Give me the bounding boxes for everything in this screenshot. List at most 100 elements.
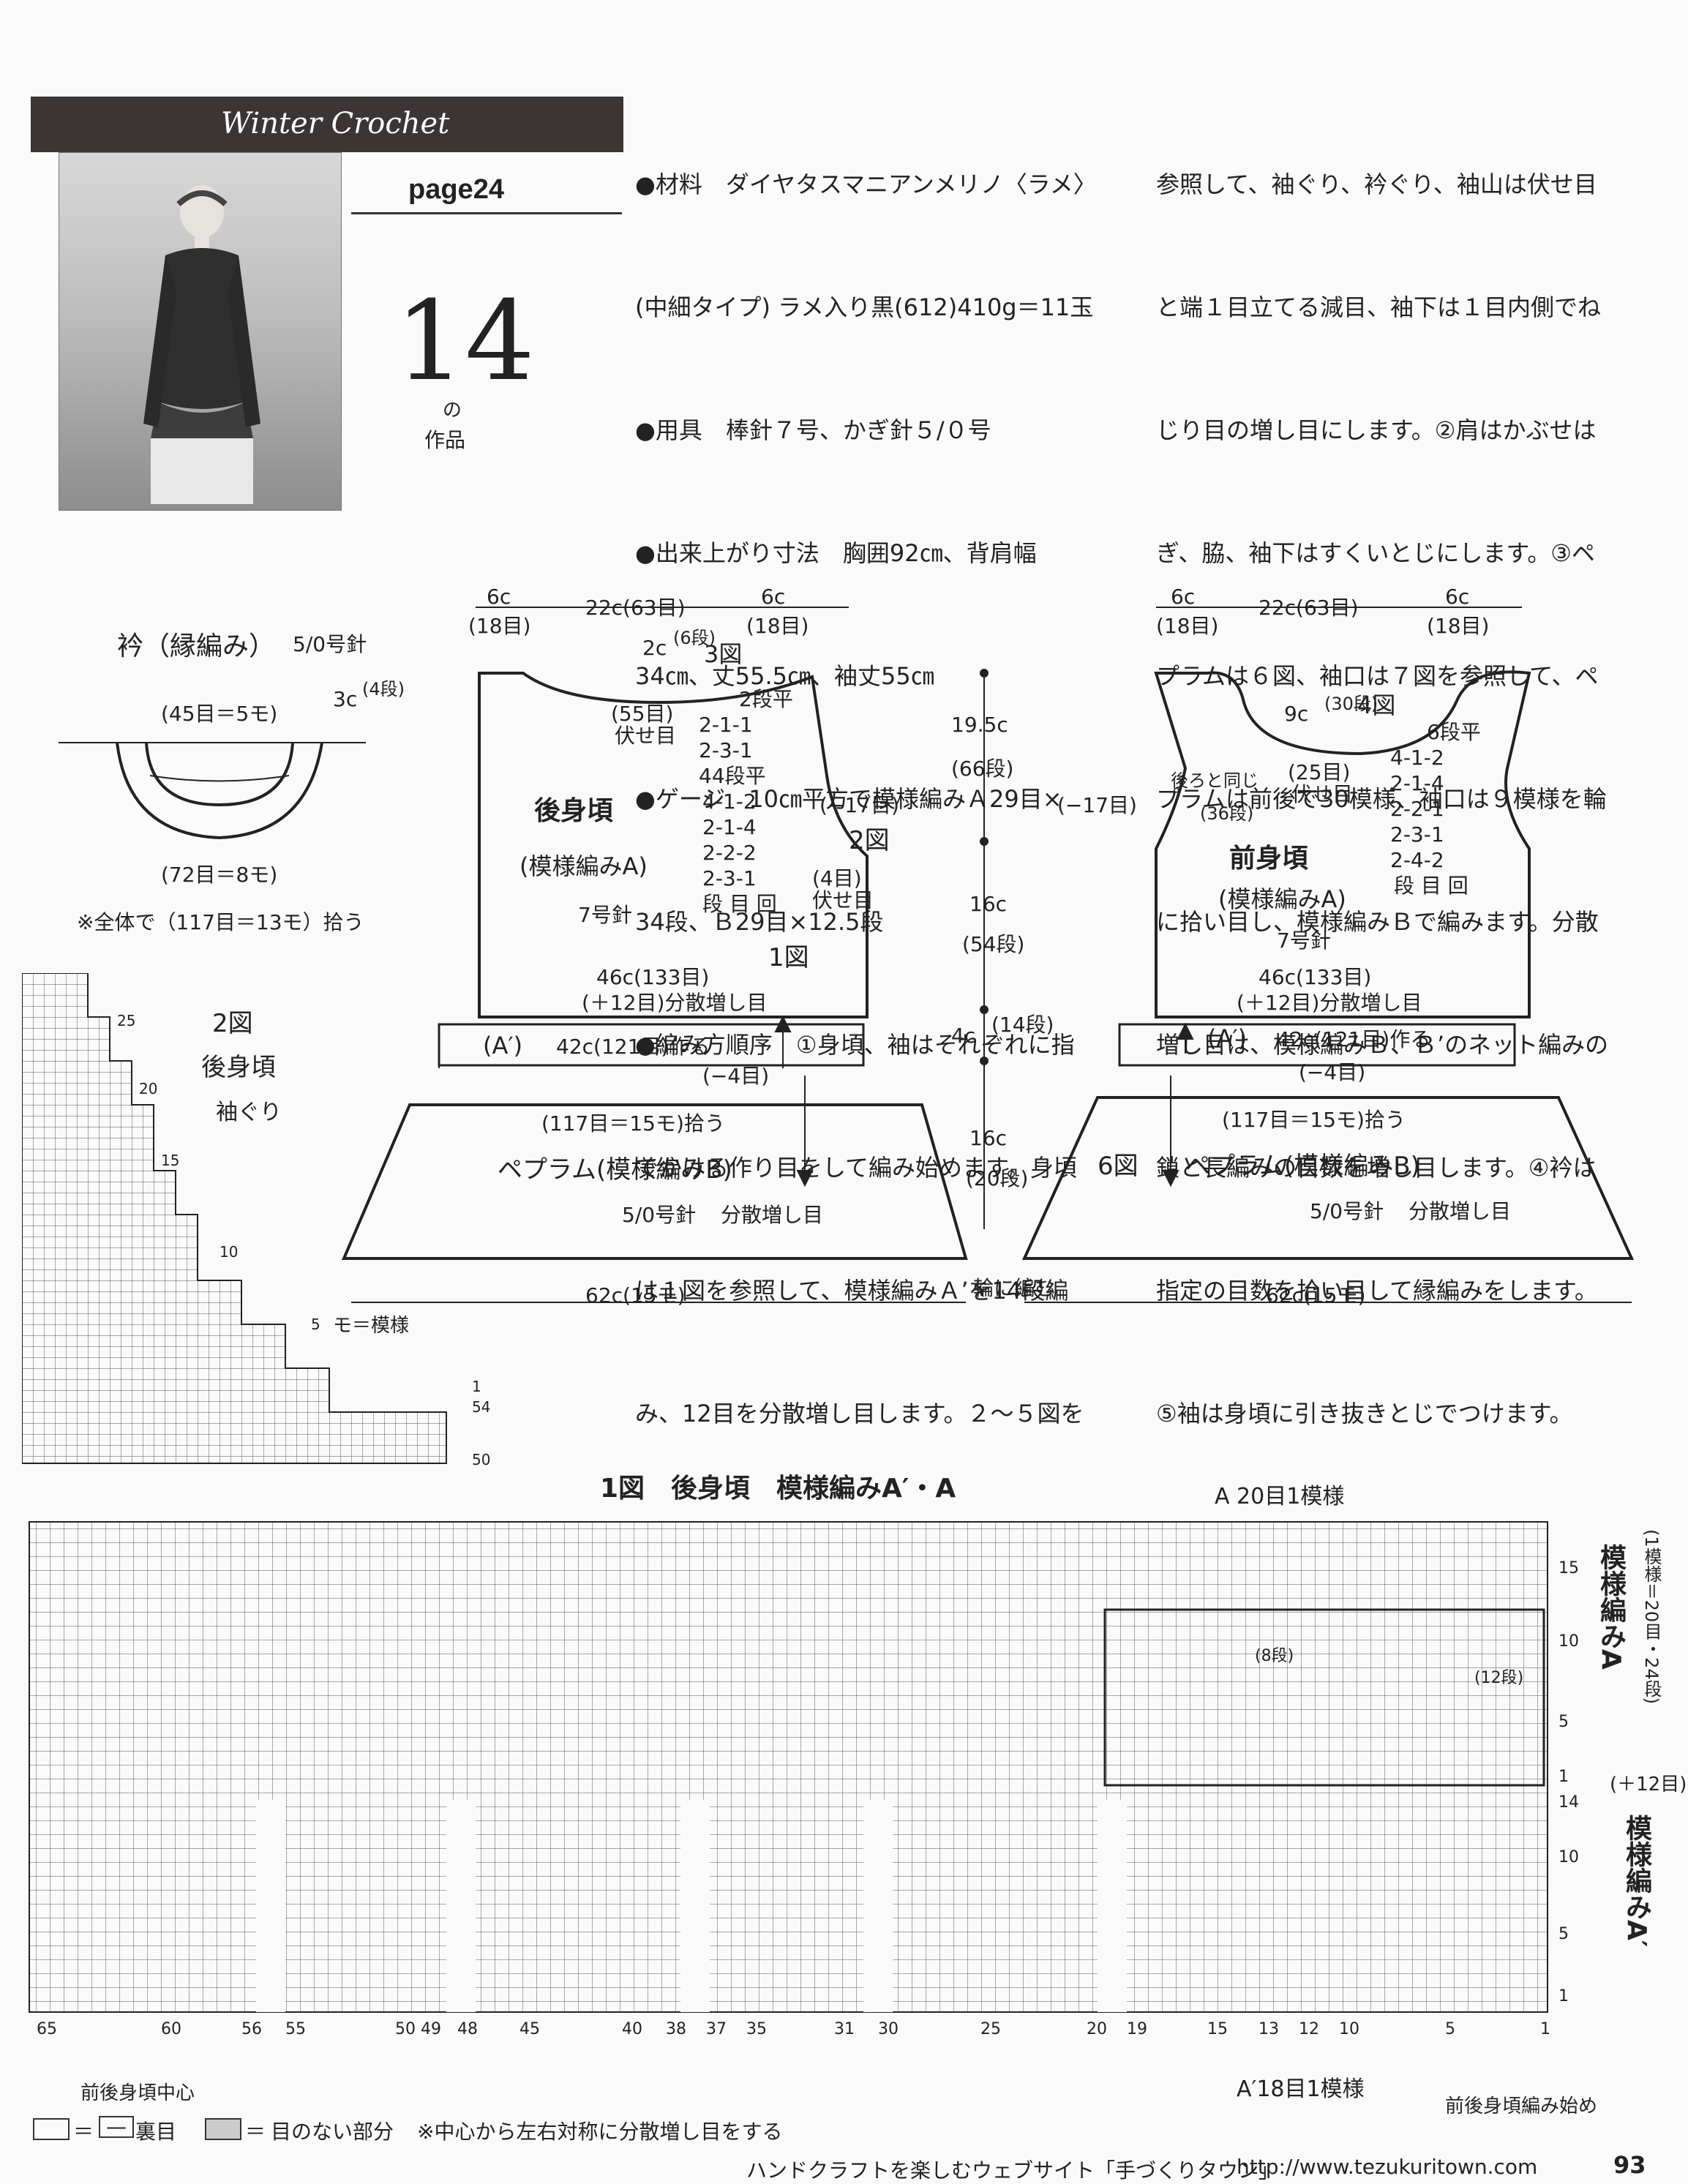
back-dec-6: 2-2-2 xyxy=(702,841,757,865)
front-cast: 42c(121目)作る xyxy=(1277,1027,1430,1051)
back-pick: (117目＝15モ)拾う xyxy=(541,1111,725,1136)
front-dec-2: 2-1-4 xyxy=(1390,771,1444,795)
col-35: 35 xyxy=(746,2020,767,2038)
instruction-line: (中細タイプ) ラメ入り黒(612)410g＝11玉 xyxy=(635,293,1094,321)
front-dec-0: 6段平 xyxy=(1427,720,1481,744)
col-49: 49 xyxy=(421,2020,441,2038)
instructions-col1: ●材料 ダイヤタスマニアンメリノ〈ラメ〉 (中細タイプ) ラメ入り黒(612)4… xyxy=(635,82,1118,1475)
front-inc: (＋12目)分散増し目 xyxy=(1237,991,1422,1015)
back-peplum-inc: 分散増し目 xyxy=(721,1203,823,1227)
collar-note: ※全体で（117目＝13モ）拾う xyxy=(77,910,364,934)
fig1-inc: (＋12目) xyxy=(1610,1774,1687,1795)
back-width: 46c(133目) xyxy=(596,965,709,989)
back-top-right: 6c xyxy=(761,585,785,609)
front-top-right-sts: (18目) xyxy=(1427,614,1489,638)
fig2-armhole-chart: 2図 後身頃 袖ぐり モ＝模様 25 20 15 10 5 1 54 50 xyxy=(22,973,490,1468)
col-31: 31 xyxy=(834,2020,855,2038)
footer-url[interactable]: http://www.tezukuritown.com xyxy=(1237,2155,1538,2179)
instruction-line: ●用具 棒針７号、かぎ針５/０号 xyxy=(635,416,991,444)
rows-12: (12段) xyxy=(1474,1669,1523,1687)
instruction-line: 指定の目数を拾い目して縁編みをします。 xyxy=(1156,1277,1598,1305)
instruction-line: 鎖と長編みの目数を増し目します。④衿は xyxy=(1156,1154,1597,1182)
garment-schematics: 6c (18目) 22c(63目) 6c (18目) 2c (6段) 3図 (5… xyxy=(59,585,1635,1307)
front-neck-bo: (25目) xyxy=(1288,760,1350,784)
front-body-needle: 7号針 xyxy=(1277,928,1331,953)
back-top-right-sts: (18目) xyxy=(746,614,809,638)
pattern-a-repeat-note: (1模様＝20目・24段) xyxy=(1641,1529,1662,1705)
back-dec-8: 段 目 回 xyxy=(702,892,777,916)
dim-d1r: (66段) xyxy=(951,757,1013,781)
instruction-line: 増し目は、模様編みＢ、Ｂ’のネット編みの xyxy=(1156,1031,1609,1059)
instruction-line: ⑤袖は身頃に引き抜きとじでつけます。 xyxy=(1156,1400,1573,1427)
dim-d4r: (20段) xyxy=(966,1166,1028,1190)
col-15: 15 xyxy=(1207,2020,1228,2038)
front-body-name: 前身頃 xyxy=(1229,844,1308,874)
col-56: 56 xyxy=(241,2020,262,2038)
col-20: 20 xyxy=(1087,2020,1107,2038)
back-body-needle: 7号針 xyxy=(578,903,632,927)
col-30: 30 xyxy=(878,2020,899,2038)
back-dec-0: 2段平 xyxy=(739,687,793,711)
front-same-rows: (36段) xyxy=(1200,803,1253,824)
col-60: 60 xyxy=(161,2020,181,2038)
row-5: 5 xyxy=(1558,1713,1569,1731)
front-peplum: ペプラム(模様編みB) xyxy=(1185,1152,1420,1181)
back-bottom: 62c(15モ) xyxy=(585,1283,686,1307)
front-body-outline xyxy=(1154,670,1531,1018)
fig2-title: 2図 xyxy=(212,1009,253,1038)
front-peplum-outline xyxy=(1021,1096,1635,1260)
collar-top: (45目＝5モ) xyxy=(161,702,277,726)
col-50: 50 xyxy=(395,2020,416,2038)
back-dec-2: 2-3-1 xyxy=(699,738,753,762)
front-peplum-needle: 5/0号針 xyxy=(1310,1199,1384,1223)
front-top-left: 6c xyxy=(1171,585,1195,609)
instruction-line: 34段、Ｂ29目×12.5段 xyxy=(635,908,884,936)
back-dec-1: 2-1-1 xyxy=(699,713,753,737)
page-reference: page24 xyxy=(408,174,504,205)
fig2-row-15: 15 xyxy=(161,1152,179,1169)
fig2-row-5: 5 xyxy=(311,1316,320,1333)
col-13: 13 xyxy=(1259,2020,1279,2038)
back-body-outline xyxy=(478,672,869,1018)
back-body-name: 後身頃 xyxy=(534,796,613,826)
legend-blank-cell xyxy=(33,2118,70,2140)
front-dec-6: 段 目 回 xyxy=(1394,874,1468,898)
back-top-left-sts: (18目) xyxy=(468,614,530,638)
front-dec-5: 2-4-2 xyxy=(1390,848,1444,872)
back-dec-4: 4-1-2 xyxy=(702,789,757,814)
back-dec-7: 2-3-1 xyxy=(702,866,757,890)
back-aprime: (A′) xyxy=(483,1032,522,1059)
back-cast: 42c(121目)作る xyxy=(556,1035,710,1059)
col-25: 25 xyxy=(980,2020,1001,2038)
fig1-repeat-a2: A′18目1模様 xyxy=(1237,2076,1365,2102)
fig2-sub2: 袖ぐり xyxy=(216,1100,282,1125)
work-label: 作品 xyxy=(424,428,466,452)
back-neck-bo: (55目) xyxy=(611,702,673,726)
col-45: 45 xyxy=(519,2020,540,2038)
page-number: 93 xyxy=(1613,2151,1646,2179)
front-hem-band xyxy=(1118,1023,1516,1067)
front-side-dec: (−17目) xyxy=(1057,793,1137,817)
fig2-row-54: 54 xyxy=(472,1398,490,1416)
rows-8: (8段) xyxy=(1255,1647,1294,1665)
back-armhole-bo: (4目) xyxy=(812,866,862,890)
col-38: 38 xyxy=(666,2020,686,2038)
col-65: 65 xyxy=(37,2020,57,2038)
fig1-center-label: 前後身頃中心 xyxy=(80,2082,195,2104)
back-peplum-needle: 5/0号針 xyxy=(622,1203,696,1227)
fig6-label: 6図 xyxy=(1098,1152,1139,1181)
back-inc: (＋12目)分散増し目 xyxy=(582,991,767,1015)
instruction-line: ●ゲージ 10㎝平方で模様編みＡ29目× xyxy=(635,785,1062,813)
legend-gray-cell xyxy=(205,2118,241,2140)
front-pick: (117目＝15モ)拾う xyxy=(1222,1108,1406,1132)
fig2-row-50: 50 xyxy=(472,1451,490,1468)
legend-purl-cell: — xyxy=(99,2116,134,2138)
series-title: Winter Crochet xyxy=(221,107,450,140)
collar-needle: 5/0号針 xyxy=(293,632,367,656)
back-body-pattern: (模様編みA) xyxy=(519,852,648,880)
series-banner: Winter Crochet xyxy=(31,97,623,152)
instruction-line: じり目の増し目にします。②肩はかぶせは xyxy=(1156,416,1597,444)
row-1: 1 xyxy=(1558,1768,1569,1786)
instruction-line: ●出来上がり寸法 胸囲92㎝、背肩幅 xyxy=(635,539,1037,567)
dim-d1: 19.5c xyxy=(951,713,1008,737)
